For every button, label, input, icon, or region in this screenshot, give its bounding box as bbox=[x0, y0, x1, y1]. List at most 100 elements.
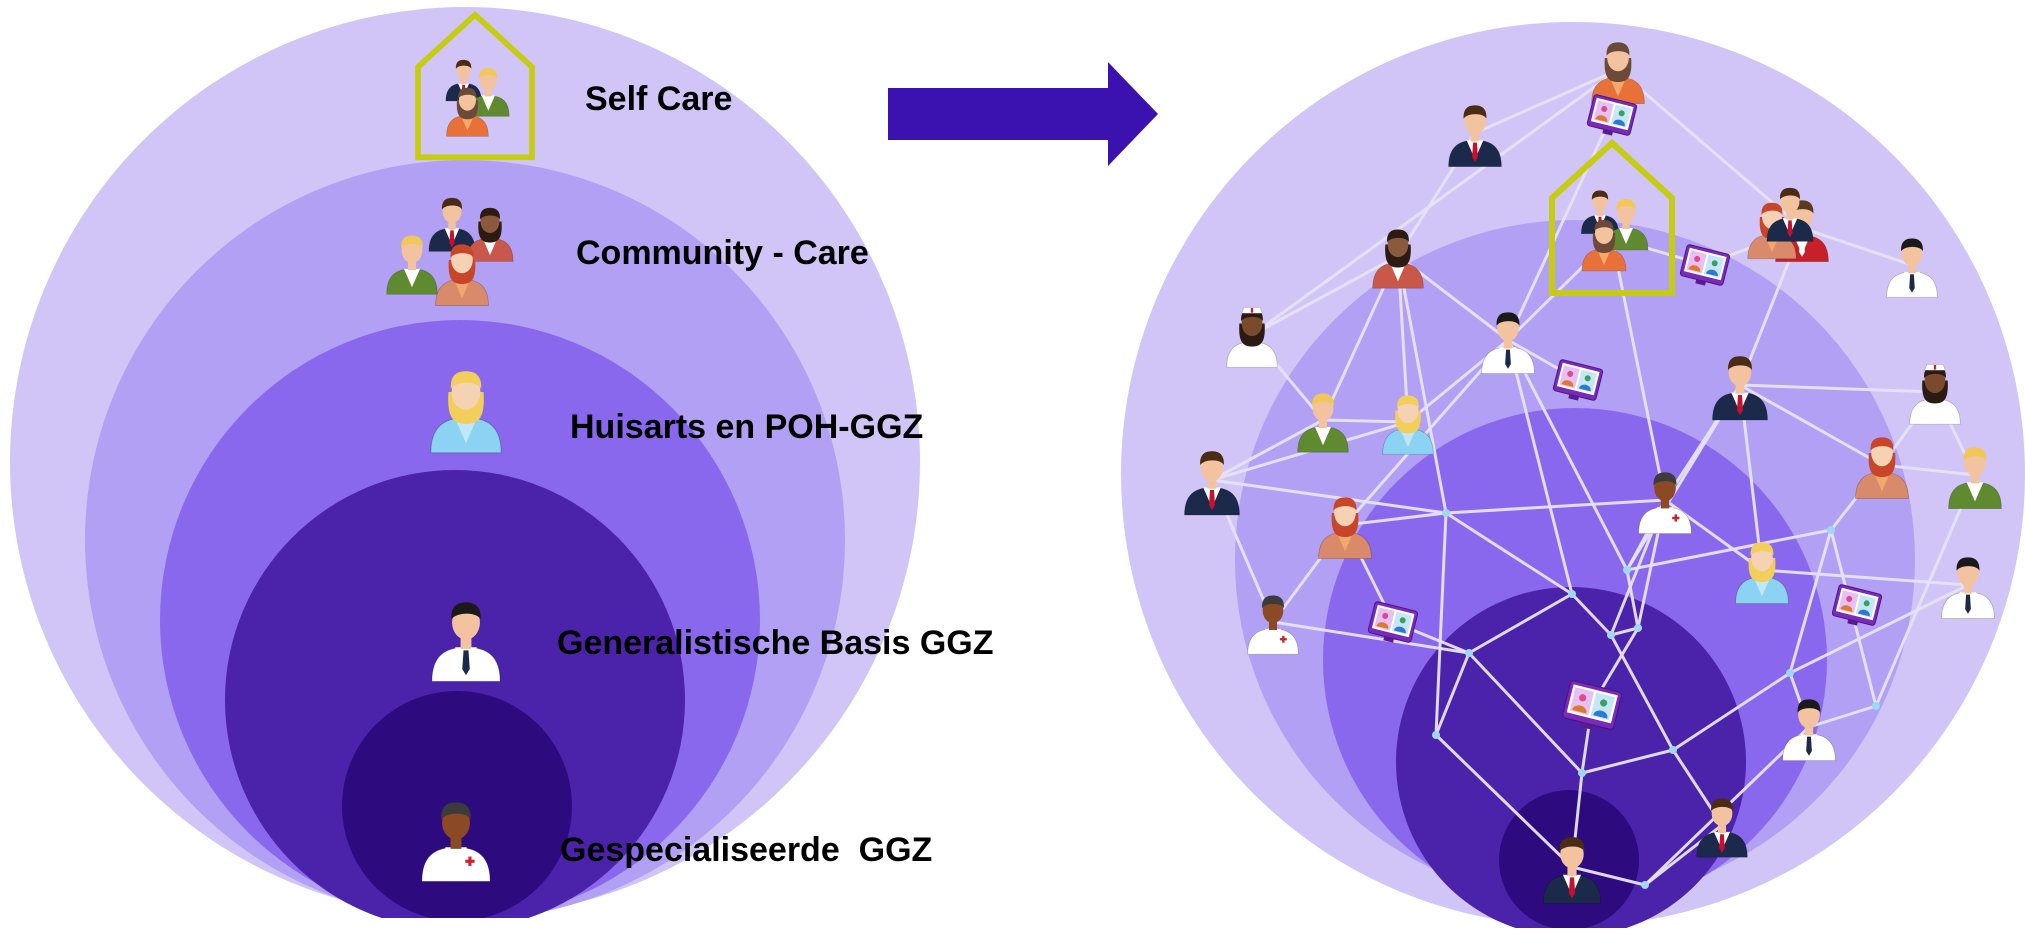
network-edge bbox=[1671, 671, 1792, 752]
video-call-monitor-m5-icon bbox=[1831, 584, 1883, 626]
specialist-doctor-icon bbox=[421, 802, 491, 882]
home-person-front bbox=[446, 87, 489, 137]
network-person-p18-icon bbox=[1941, 557, 1995, 619]
network-edge bbox=[1434, 733, 1574, 869]
network-junction-j12 bbox=[1872, 702, 1880, 710]
network-edge bbox=[1506, 338, 1574, 596]
network-person-p4c-icon bbox=[1766, 187, 1814, 242]
male-professional-icon bbox=[431, 602, 501, 682]
network-edge bbox=[1434, 511, 1448, 737]
right-arrow-icon bbox=[888, 62, 1158, 166]
network-junction-j10 bbox=[1827, 526, 1835, 534]
network-edge bbox=[1434, 651, 1471, 737]
network-edge bbox=[1800, 226, 1914, 267]
network-edge bbox=[1580, 748, 1675, 775]
family-home-icon bbox=[415, 10, 535, 161]
network-person-p13-icon bbox=[1318, 497, 1372, 559]
network-edge bbox=[1760, 568, 1970, 587]
video-call-monitor-m2-icon bbox=[1679, 244, 1731, 286]
network-person-p21-icon bbox=[1696, 798, 1748, 858]
network-junction-j1 bbox=[1442, 509, 1450, 517]
network-edge bbox=[1271, 620, 1471, 655]
network-person-p22-icon bbox=[1543, 837, 1601, 904]
network-edge bbox=[1473, 68, 1620, 135]
network-edge bbox=[1396, 254, 1448, 515]
network-person-p11-icon bbox=[1909, 364, 1961, 425]
network-person-p14-icon bbox=[1855, 437, 1909, 499]
network-person-p3-icon bbox=[1372, 229, 1424, 289]
network-person-p7-icon bbox=[1481, 312, 1535, 374]
network-edge bbox=[1570, 865, 1647, 887]
network-edge bbox=[1210, 478, 1448, 515]
network-junction-j9 bbox=[1578, 769, 1586, 777]
network-person-p2-icon bbox=[1448, 105, 1502, 167]
network-junction-j13 bbox=[1641, 881, 1649, 889]
network-junction-j3 bbox=[1623, 566, 1631, 574]
video-call-monitor-m4-icon bbox=[1367, 601, 1419, 643]
community-group-icon bbox=[386, 197, 514, 306]
network-edge bbox=[1343, 511, 1448, 527]
network-edge bbox=[1788, 528, 1833, 675]
video-call-monitor-m3-icon bbox=[1552, 359, 1604, 401]
left-level-icons bbox=[386, 10, 535, 882]
community-person-3 bbox=[386, 235, 438, 295]
label-community-care: Community - Care bbox=[576, 234, 869, 272]
network-edge bbox=[1467, 651, 1584, 775]
left-nested-circles bbox=[10, 7, 920, 918]
network-edge bbox=[1444, 511, 1574, 596]
network-edge bbox=[1625, 528, 1833, 572]
network-person-p20-icon bbox=[1782, 699, 1836, 761]
network-edge bbox=[1738, 383, 1937, 394]
network-edge bbox=[1467, 592, 1574, 655]
label-gespecialiseerde: Gespecialiseerde GGZ bbox=[560, 831, 933, 869]
label-self-care: Self Care bbox=[585, 80, 733, 118]
network-person-p16-icon bbox=[1638, 472, 1692, 534]
network-edge bbox=[1625, 568, 1640, 630]
right-ring-4 bbox=[1396, 587, 1746, 928]
network-edge bbox=[1788, 583, 1970, 675]
network-edge bbox=[1570, 592, 1613, 637]
network-person-p9-icon bbox=[1297, 393, 1349, 453]
network-person-p8-icon bbox=[1712, 356, 1768, 421]
network-edge bbox=[1609, 626, 1640, 637]
network-edge bbox=[1874, 473, 1977, 708]
female-doctor-icon bbox=[430, 371, 502, 454]
network-edge bbox=[1506, 113, 1614, 342]
network-edge bbox=[1506, 338, 1629, 572]
network-junction-j11 bbox=[1786, 669, 1794, 677]
network-person-p5-icon bbox=[1886, 238, 1938, 298]
network-icons bbox=[1184, 42, 2002, 904]
network-junction-j5 bbox=[1634, 624, 1642, 632]
label-generalistische-basis: Generalistische Basis GGZ bbox=[557, 624, 994, 662]
network-person-p19-icon bbox=[1247, 595, 1299, 655]
network-edge bbox=[1343, 338, 1510, 527]
network-family-home-icon bbox=[1549, 138, 1675, 296]
network-edge bbox=[1250, 254, 1400, 337]
network-person-p17-icon bbox=[1735, 542, 1789, 604]
network-edge bbox=[1880, 463, 1977, 477]
network-edge bbox=[1444, 498, 1667, 515]
community-person-4 bbox=[435, 244, 489, 306]
video-call-monitor-m6-icon bbox=[1561, 680, 1623, 730]
network-junction-j8 bbox=[1669, 746, 1677, 754]
network-edge bbox=[1738, 383, 1884, 467]
network-edge bbox=[1807, 704, 1878, 729]
network-junction-j6 bbox=[1465, 649, 1473, 657]
network-edge bbox=[1616, 68, 1804, 230]
video-call-monitor-m1-icon bbox=[1586, 94, 1638, 136]
network-junction-j2 bbox=[1568, 590, 1576, 598]
network-person-p6-icon bbox=[1226, 307, 1278, 368]
network-person-p12-icon bbox=[1184, 451, 1240, 516]
network-person-p10-icon bbox=[1382, 395, 1434, 455]
network-edge bbox=[1250, 68, 1620, 337]
network-junction-j4 bbox=[1607, 631, 1615, 639]
network-junctions bbox=[1432, 509, 1880, 889]
network-edge bbox=[1321, 418, 1410, 424]
network-person-p15-icon bbox=[1948, 447, 2002, 509]
home-person-front bbox=[1581, 220, 1627, 272]
label-huisarts: Huisarts en POH-GGZ bbox=[570, 408, 924, 446]
community-person-2 bbox=[466, 207, 514, 262]
network-junction-j7 bbox=[1432, 731, 1440, 739]
